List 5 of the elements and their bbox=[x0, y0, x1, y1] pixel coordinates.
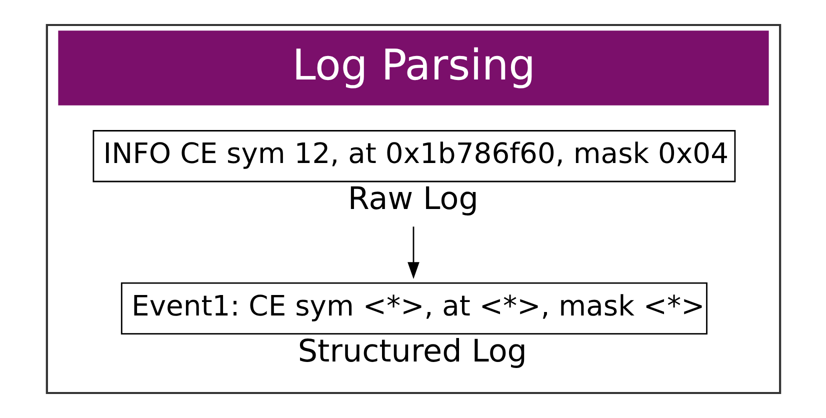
arrow bbox=[407, 226, 419, 280]
node-label: Raw Log bbox=[347, 181, 478, 218]
node-box: Event1: CE sym <*>, at <*>, mask <*> bbox=[120, 282, 707, 334]
node-label: Structured Log bbox=[297, 333, 526, 370]
node-box: INFO CE sym 12, at 0x1b786f60, mask 0x04 bbox=[92, 130, 736, 182]
